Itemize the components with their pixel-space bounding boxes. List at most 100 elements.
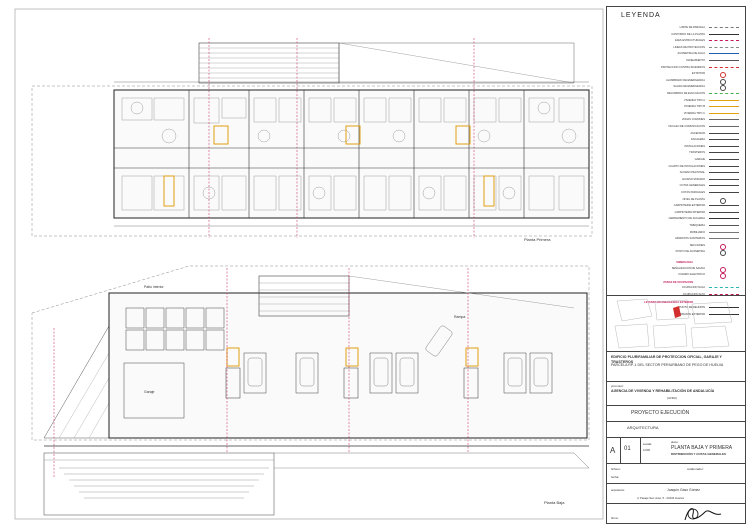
legend-item-label: NIVEL DE PLANTA	[682, 197, 705, 201]
legend-group-title: ZONAS DE OCUPACION	[663, 280, 693, 284]
legend-title: LEYENDA	[621, 12, 661, 19]
promoter-label: promotor:	[611, 384, 624, 388]
collaborator-label: colaborador:	[687, 467, 704, 471]
legend-symbol	[720, 72, 726, 79]
legend-item-label: ASCENSOR	[690, 131, 705, 135]
area-label-ramp: Rampa	[454, 315, 465, 319]
legend-item-label: MOBILIARIO	[689, 230, 705, 234]
legend-item-label: COTAS PARCIALES	[681, 191, 705, 194]
legend-group-title: SIMBOLOGIA	[676, 261, 693, 264]
legend-item-label: RECORRIDO DE EVACUACION	[667, 92, 705, 95]
legend-symbol	[709, 132, 739, 134]
legend-item-label: ZONAS COMUNES	[682, 118, 705, 122]
legend-item: TABIQUERIA	[611, 223, 743, 229]
legend-item: EXTINTOR	[611, 71, 743, 79]
promoter-acronym: (AVRA)	[667, 396, 677, 400]
legend-item-label: INSTALACIONES	[684, 144, 705, 148]
date-label: fecha:	[611, 475, 620, 479]
legend-item: RECORRIDO DE EVACUACION	[611, 91, 743, 97]
legend-item-label: PROTECCION CONTRA INCENDIOS	[661, 65, 705, 69]
legend-item: CARPINTERIA EXTERIOR	[611, 203, 743, 209]
legend-symbol	[709, 66, 739, 69]
legend-symbol	[709, 119, 739, 121]
legend-item: ESCALERA	[611, 137, 743, 143]
legend-symbol	[720, 266, 726, 273]
legend-item: SALIDA DE EMERGENCIA	[611, 84, 743, 92]
scale-label: escala:	[643, 442, 652, 446]
legend-item-label: ALUMBRADO DE EMERGENCIA	[666, 78, 705, 82]
area-label-garage: Garaje	[144, 390, 155, 394]
discipline-box: ARQUITECTURA	[607, 421, 745, 437]
legend-item: OCUPACION NULA	[611, 285, 743, 291]
legend-symbol	[709, 126, 739, 127]
legend-symbol	[709, 218, 739, 220]
legend-item-label: COTAS GENERALES	[679, 184, 705, 188]
project-name: EDIFICIO PLURIFAMILIAR DE PROTECCION OFI…	[611, 355, 722, 364]
location-map-drawing	[614, 298, 733, 349]
legend-item: COTAS GENERALES	[611, 183, 743, 189]
upper-plan-label: Planta Primera	[524, 237, 551, 242]
promoter-name: AGENCIA DE VIVIENDA Y REHABILITACIÓN DE …	[611, 389, 715, 393]
legend-symbol	[709, 238, 739, 240]
legend-item-label: PUNTO DE REUNION	[678, 306, 705, 310]
legend-symbol	[709, 46, 739, 49]
plane-title: PLANTA BAJA Y PRIMERA	[671, 445, 733, 451]
legend-item-label: EXTINTOR	[691, 72, 705, 76]
legend-item: APARATOS SANITARIOS	[611, 236, 743, 242]
legend-item: GARAJE	[611, 157, 743, 163]
legend-item: CARPINTERIA INTERIOR	[611, 210, 743, 216]
legend-symbol	[709, 313, 739, 315]
legend-item-label: CERRAMIENTO DE FACHADA	[668, 217, 705, 221]
architect-name: Joaquín Gaso Gómez	[667, 488, 700, 492]
legend-item-label: SECCIONES	[689, 243, 705, 247]
legend-symbol	[709, 53, 739, 55]
legend-item-label: VIVIENDA TIPO B	[683, 105, 705, 109]
legend-item: CUARTO DE INSTALACIONES	[611, 164, 743, 170]
signature-label: firma:	[611, 516, 619, 520]
legend-item-label: TABIQUERIA	[689, 224, 705, 227]
legend-symbol	[709, 231, 739, 233]
legend-symbol	[709, 145, 739, 147]
legend-item: NUCLEO DE COMUNICACION	[611, 124, 743, 130]
legend-item-label: OCUPACION NULA	[681, 286, 705, 290]
legend-group-title: LEYENDA DE EMERGENCIA EXTERIOR	[644, 300, 693, 304]
legend-symbol	[709, 172, 739, 174]
legend-item-label: VIVIENDA TIPO C	[683, 111, 705, 115]
area-label-patio: Patio interior	[144, 285, 164, 289]
legend-symbol	[720, 250, 726, 257]
legend-item: PUNTO DE REUNION	[611, 305, 743, 311]
legend-item: ACOMETIDA DE AGUA	[611, 51, 743, 57]
legend-symbol	[720, 78, 726, 85]
legend-item-label: HIDRANTE EXTERIOR	[677, 312, 705, 316]
legend-item: OCUPACION ALTA	[611, 292, 743, 298]
legend-symbol	[709, 159, 739, 160]
legend-symbol	[709, 294, 739, 296]
file-label: fichero:	[611, 467, 621, 471]
legend-symbol	[709, 99, 739, 101]
legend-symbol	[709, 112, 739, 114]
signature-box: firma:	[607, 503, 745, 524]
signature-mark	[684, 508, 722, 521]
legend-item: VIVIENDA TIPO A	[611, 98, 743, 104]
legend-item: TRASTEROS	[611, 150, 743, 156]
legend-item: ZONAS COMUNES	[611, 117, 743, 123]
legend-item-label: CARPINTERIA EXTERIOR	[673, 204, 705, 208]
legend-item: PUNTO DE ACOMETIDA	[611, 249, 743, 257]
legend-symbol	[709, 185, 739, 187]
scale-value: 1/200	[643, 448, 650, 452]
project-box: EDIFICIO PLURIFAMILIAR DE PROTECCION OFI…	[607, 351, 745, 381]
legend-symbol	[720, 243, 726, 250]
legend-item: EJES ESTRUCTURALES	[611, 38, 743, 44]
legend-symbol	[709, 27, 739, 29]
phase-box: PROYECTO EJECUCIÓN	[607, 405, 745, 421]
lower-floor-plan: Planta Baja Patio interior Garaje Rampa	[31, 265, 590, 516]
legend-item: LIMITE DE PARCELA	[611, 25, 743, 31]
legend-item-label: ACOMETIDA DE AGUA	[677, 52, 705, 56]
legend-item: COTAS PARCIALES	[611, 190, 743, 196]
legend-symbol	[709, 33, 739, 35]
upper-floor-plan: Planta Primera	[31, 38, 593, 242]
legend-symbol	[720, 273, 726, 280]
lower-plan-label: Planta Baja	[544, 500, 565, 505]
floor-plans: Planta Primera	[14, 8, 604, 520]
